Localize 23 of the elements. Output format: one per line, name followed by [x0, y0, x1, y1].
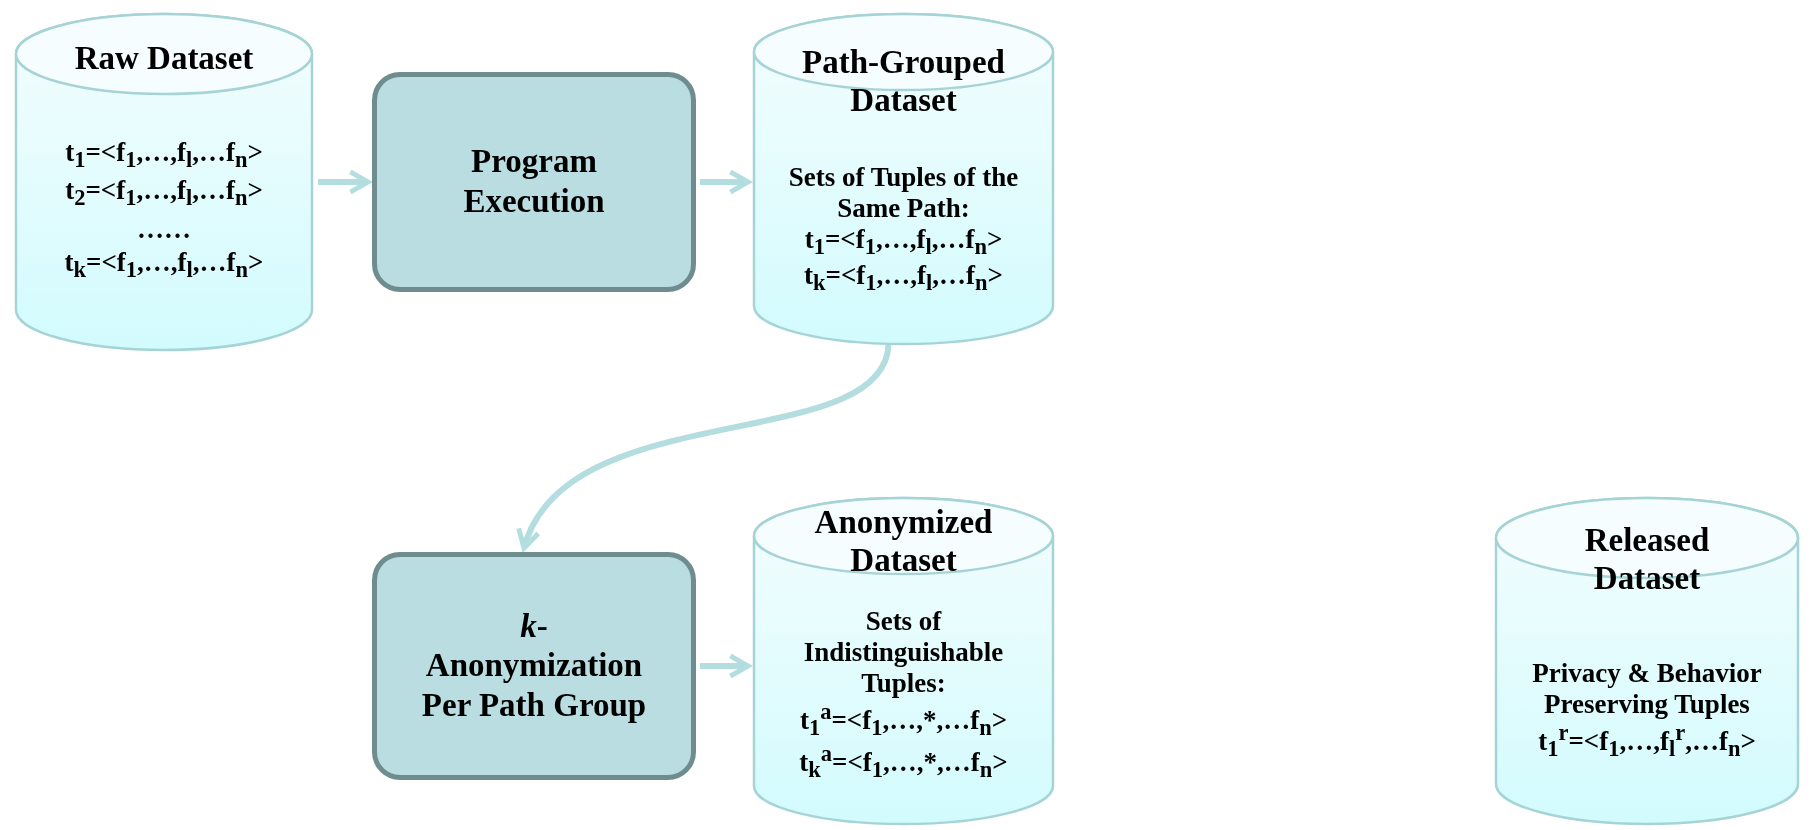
dataset-title: Path-Grouped Dataset: [801, 44, 1006, 120]
dataset-text: Sets of Tuples of the Same Path:: [787, 162, 1020, 225]
dataset-text: t$_{k}$=<f$_{1}$,…,f$_{l}$,…f$_{n}$>: [804, 260, 1003, 297]
dataset-title: Raw Dataset: [73, 40, 255, 78]
arrow: [519, 344, 892, 551]
dataset-text: t$_{1}$=<f$_{1}$,…,f$_{l}$,…f$_{n}$>: [65, 137, 263, 174]
dataset-text: t$_{k}$=<f$_{1}$,…,f$_{l}$,…f$_{n}$>: [64, 246, 264, 283]
process-label: k-Anonymization Per Path Group: [420, 606, 648, 725]
process-label: Program Execution: [462, 142, 606, 221]
process-box: [372, 552, 696, 780]
arrow: [318, 169, 371, 195]
arrow: [700, 653, 751, 679]
dataset-text: ……: [137, 213, 191, 245]
dataset-title: Released Dataset: [1583, 522, 1711, 598]
dataset-text: t$_{2}$=<f$_{1}$,…,f$_{l}$,…f$_{n}$>: [65, 175, 263, 212]
process-box: [372, 72, 696, 292]
dataset-text: Sets of Indistinguishable Tuples:: [802, 606, 1005, 700]
dataset-text: t$_{1}$=<f$_{1}$,…,f$_{l}$,…f$_{n}$>: [804, 224, 1003, 261]
arrow: [700, 169, 751, 195]
dataset-text: t$_{1}$$^{r}$=<f$_{1}$,…,f$_{l}$$^{r}$,…f$_{n}$>: [1538, 720, 1756, 763]
dataset-title: Anonymized Dataset: [813, 504, 994, 580]
dataset-text: t$_{k}$$^{a}$=<f$_{1}$,…,*,…f$_{n}$>: [799, 741, 1008, 784]
dataset-text: t$_{1}$$^{a}$=<f$_{1}$,…,*,…f$_{n}$>: [799, 699, 1008, 742]
